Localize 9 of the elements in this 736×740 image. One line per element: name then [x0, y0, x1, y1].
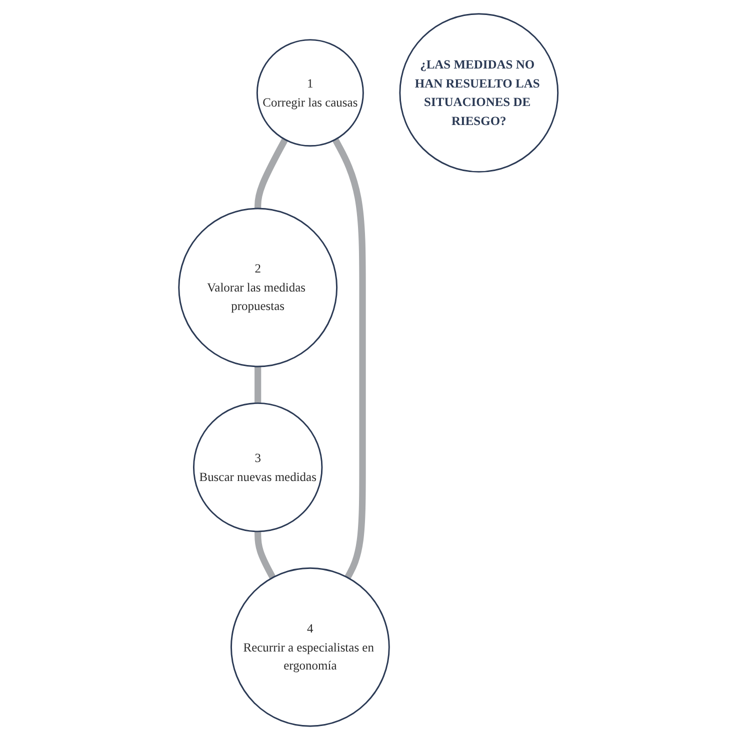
connector: [254, 366, 261, 404]
node-circle: 3 Buscar nuevas medidas: [192, 402, 322, 532]
connector: [254, 138, 288, 209]
node-circle: 1 Corregir las causas: [256, 39, 364, 147]
node-circle: ¿LAS MEDIDAS NO HAN RESUELTO LAS SITUACIONES DE RIESGO?: [398, 13, 558, 173]
connector: [332, 138, 366, 580]
node-circle: 2 Valorar las medidas propuestas: [178, 208, 338, 368]
node-circle: 4 Recurrir a especialistas en ergonomía: [230, 567, 390, 727]
connector: [254, 531, 276, 580]
